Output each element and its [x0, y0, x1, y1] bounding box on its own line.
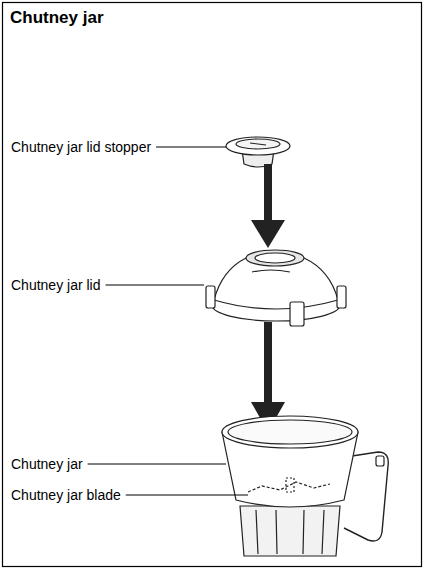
- leader-line: [106, 285, 205, 286]
- assembly-arrow: [251, 322, 285, 432]
- part-label: Chutney jar lid: [11, 277, 101, 293]
- leader-line: [156, 147, 226, 148]
- leader-lines: [88, 147, 248, 495]
- frame: [3, 3, 422, 567]
- part-label: Chutney jar: [11, 456, 83, 472]
- assembly-arrow: [251, 164, 285, 248]
- leader-line: [126, 495, 248, 496]
- leader-line: [88, 464, 226, 465]
- figure-title: Chutney jar: [10, 8, 104, 28]
- part-label: Chutney jar lid stopper: [11, 139, 151, 155]
- lid-drawing: [206, 250, 346, 326]
- jar-drawing: [222, 416, 388, 556]
- part-label: Chutney jar blade: [11, 487, 121, 503]
- stopper-drawing: [226, 137, 290, 167]
